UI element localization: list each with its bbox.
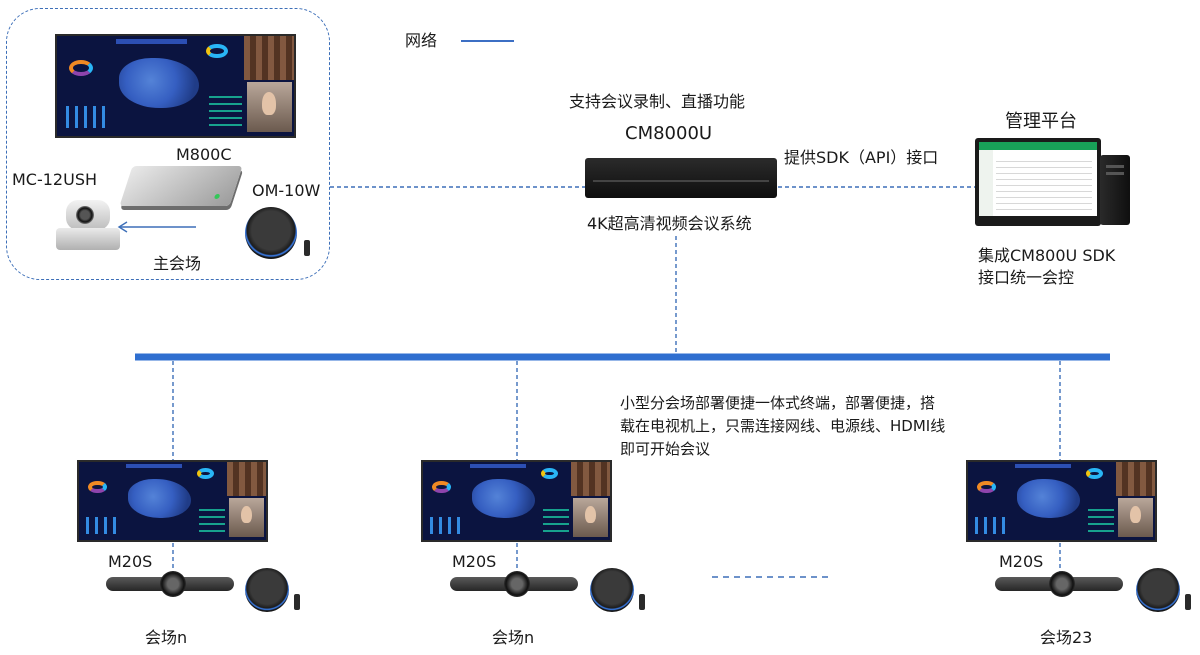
video-grid-icon bbox=[244, 36, 294, 80]
video-presenter-icon bbox=[246, 82, 292, 132]
donut-chart-icon bbox=[68, 60, 93, 76]
branch-label: 会场n bbox=[145, 628, 188, 647]
branch-note-line2: 载在电视机上，只需连接网线、电源线、HDMI线 bbox=[620, 417, 946, 435]
management-caption-line2: 接口统一会控 bbox=[978, 268, 1075, 287]
monitor-icon bbox=[975, 138, 1101, 226]
management-title: 管理平台 bbox=[1005, 111, 1077, 132]
video-bar-icon bbox=[995, 571, 1123, 597]
video-bar-icon bbox=[106, 571, 234, 597]
speakerphone-icon bbox=[245, 207, 297, 259]
map-icon bbox=[471, 479, 536, 519]
main-camera-label: MC-12USH bbox=[12, 170, 98, 189]
speakerphone-icon bbox=[245, 568, 289, 612]
branch-device-label: M20S bbox=[999, 552, 1044, 571]
branch-note-line1: 小型分会场部署便捷一体式终端，部署便捷，搭 bbox=[620, 394, 936, 412]
remote-icon bbox=[304, 240, 310, 256]
map-icon bbox=[1016, 479, 1081, 519]
main-terminal-label: M800C bbox=[176, 145, 232, 164]
server-caption-bottom: 4K超高清视频会议系统 bbox=[587, 214, 752, 233]
legend-network-label: 网络 bbox=[405, 31, 438, 50]
server-model-label: CM8000U bbox=[625, 123, 713, 144]
sdk-api-label: 提供SDK（API）接口 bbox=[784, 148, 939, 167]
main-venue-label: 主会场 bbox=[153, 254, 202, 273]
main-venue-group bbox=[6, 8, 330, 280]
branch-display bbox=[77, 460, 268, 542]
donut-chart-icon bbox=[206, 44, 228, 58]
speakerphone-icon bbox=[1136, 568, 1180, 612]
ptz-camera-icon bbox=[56, 200, 120, 252]
server-rack-icon bbox=[585, 158, 777, 198]
map-icon bbox=[118, 58, 200, 108]
video-bar-icon bbox=[450, 571, 578, 597]
server-caption-top: 支持会议录制、直播功能 bbox=[569, 92, 746, 111]
branch-note: 小型分会场部署便捷一体式终端，部署便捷，搭 载在电视机上，只需连接网线、电源线、… bbox=[620, 392, 1050, 461]
branch-device-label: M20S bbox=[108, 552, 153, 571]
map-icon bbox=[127, 479, 192, 519]
main-mic-label: OM-10W bbox=[252, 181, 321, 200]
main-venue-display bbox=[55, 34, 296, 138]
dashboard-header bbox=[116, 39, 188, 44]
pc-tower-icon bbox=[1100, 155, 1130, 225]
branch-display bbox=[966, 460, 1157, 542]
branch-device-label: M20S bbox=[452, 552, 497, 571]
remote-icon bbox=[639, 594, 645, 610]
branch-display bbox=[421, 460, 612, 542]
branch-label: 会场23 bbox=[1040, 628, 1093, 647]
terminal-device-icon bbox=[119, 166, 243, 206]
branch-note-line3: 即可开始会议 bbox=[620, 440, 711, 458]
arrow-head bbox=[117, 221, 128, 233]
branch-label: 会场n bbox=[492, 628, 535, 647]
speakerphone-icon bbox=[590, 568, 634, 612]
bar-chart-icon bbox=[66, 106, 110, 128]
management-caption-line1: 集成CM800U SDK bbox=[978, 246, 1116, 265]
remote-icon bbox=[1185, 594, 1191, 610]
remote-icon bbox=[294, 594, 300, 610]
bar-chart-icon bbox=[208, 96, 242, 126]
